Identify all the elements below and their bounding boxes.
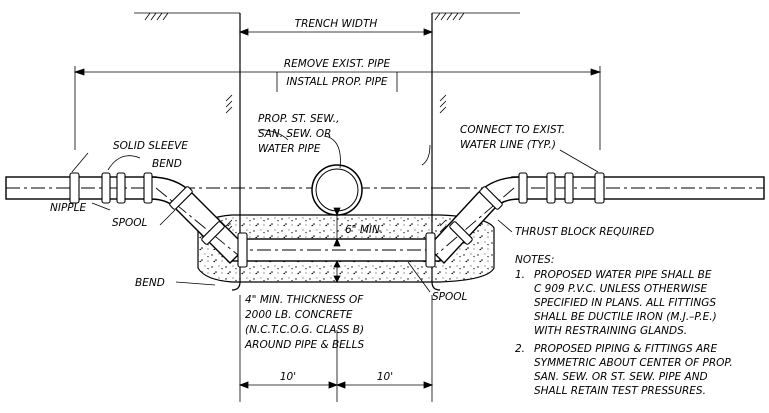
- spool-left-label: SPOOL: [112, 217, 148, 229]
- nipple-label: NIPPLE: [50, 202, 86, 214]
- ground-hatch: [134, 12, 520, 239]
- spool-right-label: SPOOL: [432, 291, 468, 303]
- note-1-line5: WITH RESTRAINING GLANDS.: [534, 325, 687, 337]
- ten-foot-dimensions: [238, 295, 434, 402]
- note-2-line1: PROPOSED PIPING & FITTINGS ARE: [534, 343, 717, 355]
- note-2-line3: SAN. SEW. OR ST. SEW. PIPE AND: [534, 371, 708, 383]
- concrete-thickness-dimension: [333, 260, 341, 283]
- connect-existing-label-line1: CONNECT TO EXIST.: [460, 124, 565, 136]
- install-proposed-pipe-label: INSTALL PROP. PIPE: [286, 76, 388, 88]
- proposed-sewer-label-line2: SAN. SEW. OR: [258, 128, 331, 140]
- note-1-line1: PROPOSED WATER PIPE SHALL BE: [534, 269, 712, 281]
- solid-sleeve-label: SOLID SLEEVE: [113, 140, 188, 152]
- remove-existing-pipe-label: REMOVE EXIST. PIPE: [284, 58, 391, 70]
- note-2-number: 2.: [515, 343, 525, 355]
- six-inch-min-label: 6" MIN.: [345, 224, 383, 236]
- note-1-line2: C 909 P.V.C. UNLESS OTHERWISE: [534, 283, 708, 295]
- proposed-sewer-pipe-section: [311, 164, 363, 216]
- trench-width-label: TRENCH WIDTH: [295, 18, 378, 30]
- clearance-dimension: [333, 207, 341, 247]
- ten-foot-right-label: 10': [377, 371, 393, 383]
- notes-title: NOTES:: [515, 254, 554, 266]
- connect-existing-label-line2: WATER LINE (TYP.): [460, 139, 556, 151]
- left-bend-assembly: [149, 176, 247, 264]
- concrete-note-line2: 2000 LB. CONCRETE: [245, 309, 353, 321]
- leader-lines: [71, 129, 599, 293]
- concrete-note-line4: AROUND PIPE & BELLS: [244, 339, 365, 351]
- ten-foot-left-label: 10': [280, 371, 296, 383]
- note-1-number: 1.: [515, 269, 525, 281]
- concrete-note: 4" MIN. THICKNESS OF 2000 LB. CONCRETE (…: [244, 294, 365, 351]
- concrete-note-line3: (N.C.T.C.O.G. CLASS B): [245, 324, 364, 336]
- thrust-block-label: THRUST BLOCK REQUIRED: [515, 226, 654, 238]
- pipe-extent-dimension: [73, 66, 602, 150]
- bend-bottom-label: BEND: [135, 277, 165, 289]
- note-2-line4: SHALL RETAIN TEST PRESSURES.: [534, 385, 706, 397]
- bend-top-label: BEND: [152, 158, 182, 170]
- note-1-line3: SPECIFIED IN PLANS. ALL FITTINGS: [534, 297, 716, 309]
- note-2-line2: SYMMETRIC ABOUT CENTER OF PROP.: [534, 357, 733, 369]
- note-1-line4: SHALL BE DUCTILE IRON (M.J.–P.E.): [534, 311, 717, 323]
- concrete-note-line1: 4" MIN. THICKNESS OF: [245, 294, 364, 306]
- notes-block: NOTES: 1. PROPOSED WATER PIPE SHALL BE C…: [515, 254, 733, 397]
- proposed-sewer-label-line3: WATER PIPE: [258, 143, 321, 155]
- pipe-couplings: [69, 172, 605, 268]
- trench-width-dimension: [238, 28, 434, 36]
- proposed-sewer-label-line1: PROP. ST. SEW.,: [258, 113, 339, 125]
